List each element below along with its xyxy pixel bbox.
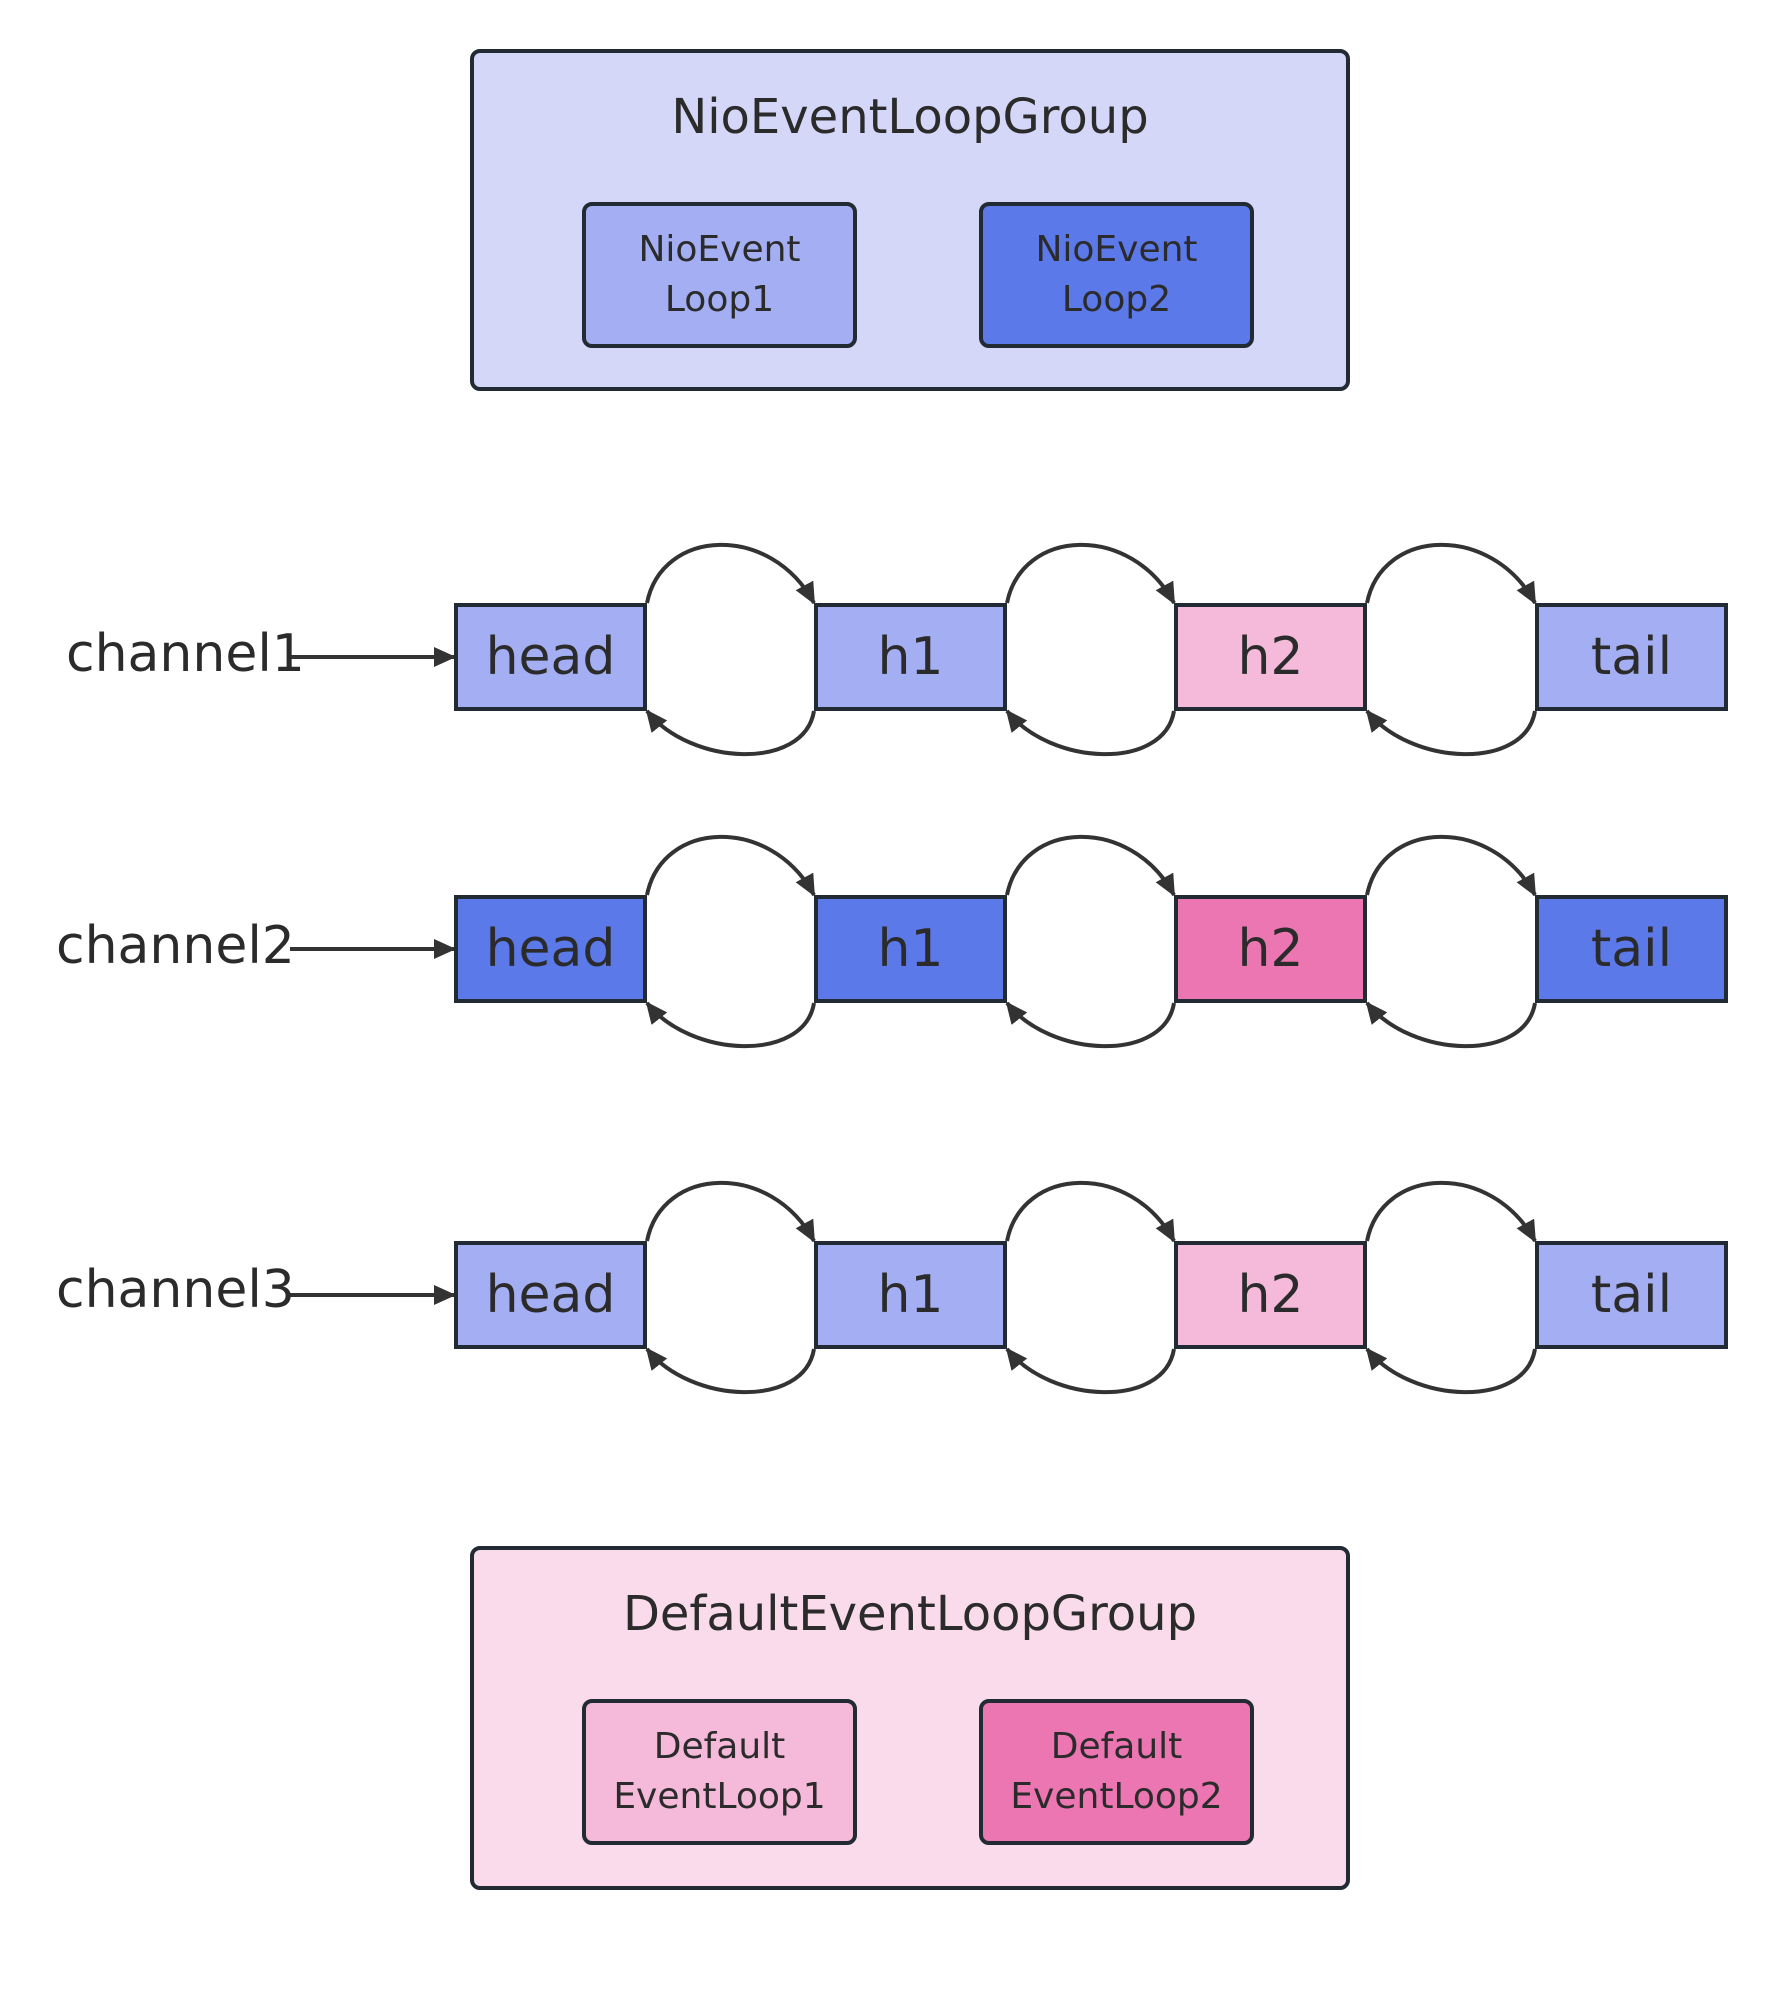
channel2-node-h2: h2: [1174, 895, 1367, 1003]
channel2-label: channel2: [56, 916, 295, 976]
channel2-node-h1: h1: [814, 895, 1007, 1003]
channel2-node-tail: tail: [1535, 895, 1728, 1003]
channel1-node-head: head: [454, 603, 647, 711]
channel2-next-arrow-1: [645, 834, 816, 897]
default-event-loop-1: Default EventLoop1: [582, 1699, 857, 1845]
node-label: h2: [1237, 919, 1304, 979]
nio-loop2-line1: NioEvent: [1035, 229, 1198, 270]
channel1-prev-arrow-2: [1005, 709, 1176, 757]
channel3-node-h2: h2: [1174, 1241, 1367, 1349]
default-loop2-line1: Default: [1050, 1726, 1183, 1767]
default-event-loop-2: Default EventLoop2: [979, 1699, 1254, 1845]
node-label: head: [485, 919, 616, 979]
node-label: tail: [1590, 1265, 1673, 1325]
node-label: head: [485, 627, 616, 687]
nio-event-loop-1: NioEvent Loop1: [582, 202, 857, 348]
default-loop2-line2: EventLoop2: [1010, 1776, 1223, 1817]
channel3-label: channel3: [56, 1260, 295, 1320]
channel3-prev-arrow-1: [645, 1347, 816, 1395]
channel2-next-arrow-3: [1365, 834, 1537, 897]
channel1-prev-arrow-1: [645, 709, 816, 757]
channel2-prev-arrow-2: [1005, 1001, 1176, 1049]
channel1-next-arrow-3: [1365, 542, 1537, 605]
node-label: h2: [1237, 627, 1304, 687]
default-group-title: DefaultEventLoopGroup: [622, 1586, 1198, 1642]
channel3-next-arrow-2: [1005, 1180, 1176, 1243]
channel2-next-arrow-2: [1005, 834, 1176, 897]
nio-group-title: NioEventLoopGroup: [671, 89, 1149, 145]
default-loop1-line2: EventLoop1: [613, 1776, 826, 1817]
node-label: h1: [877, 1265, 944, 1325]
default-event-loop-group: DefaultEventLoopGroup Default EventLoop1…: [470, 1546, 1350, 1890]
channel3-prev-arrow-2: [1005, 1347, 1176, 1395]
nio-event-loop-2: NioEvent Loop2: [979, 202, 1254, 348]
nio-event-loop-group: NioEventLoopGroup NioEvent Loop1 NioEven…: [470, 49, 1350, 391]
channel1-node-tail: tail: [1535, 603, 1728, 711]
nio-loop2-line2: Loop2: [1061, 279, 1172, 320]
default-loop1-line1: Default: [653, 1726, 786, 1767]
channel2-prev-arrow-1: [645, 1001, 816, 1049]
channel1-next-arrow-1: [645, 542, 816, 605]
channel2-prev-arrow-3: [1365, 1001, 1537, 1049]
channel3-node-h1: h1: [814, 1241, 1007, 1349]
node-label: h1: [877, 627, 944, 687]
channel1-next-arrow-2: [1005, 542, 1176, 605]
node-label: h1: [877, 919, 944, 979]
channel3-node-head: head: [454, 1241, 647, 1349]
channel3-next-arrow-3: [1365, 1180, 1537, 1243]
channel1-node-h2: h2: [1174, 603, 1367, 711]
nio-loop1-line2: Loop1: [664, 279, 775, 320]
node-label: tail: [1590, 627, 1673, 687]
node-label: head: [485, 1265, 616, 1325]
channel3-next-arrow-1: [645, 1180, 816, 1243]
nio-loop1-line1: NioEvent: [638, 229, 801, 270]
channel3-prev-arrow-3: [1365, 1347, 1537, 1395]
channel1-node-h1: h1: [814, 603, 1007, 711]
channel1-label: channel1: [66, 624, 305, 684]
channel1-prev-arrow-3: [1365, 709, 1537, 757]
channel3-node-tail: tail: [1535, 1241, 1728, 1349]
channel2-node-head: head: [454, 895, 647, 1003]
node-label: tail: [1590, 919, 1673, 979]
node-label: h2: [1237, 1265, 1304, 1325]
